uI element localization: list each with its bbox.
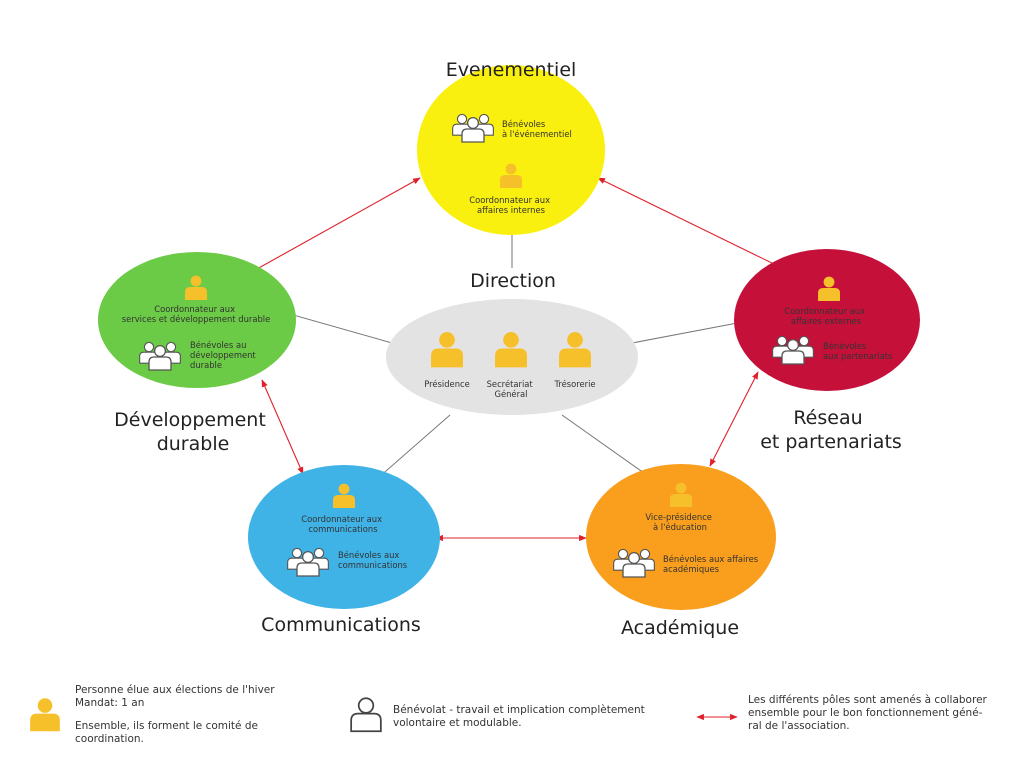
svg-text:Secrétariat Général: Secrétariat Général [487, 379, 536, 399]
direction: Direction Présidence Secrétariat Général… [386, 270, 638, 415]
pole-developpement-title: Développement durable [114, 409, 272, 455]
arrow-evenementiel-developpement [247, 177, 421, 275]
pole-communications-title: Communications [261, 614, 421, 636]
pole-communications: Coordonnateur aux communications Bénévol… [248, 465, 440, 636]
pole-developpement-volunteers: Bénévoles au développement durable [190, 340, 258, 370]
pole-reseau-title: Réseau et partenariats [760, 407, 902, 453]
legend-volunteer: Bénévolat - travail et implication compl… [393, 704, 648, 729]
pole-evenementiel-volunteers: Bénévoles à l'événementiel [502, 119, 572, 139]
arrow-reseau-academique [709, 371, 759, 467]
legend-elected: Personne élue aux élections de l'hiver M… [75, 684, 278, 709]
direction-member-tresorerie: Trésorerie [553, 332, 596, 389]
pole-communications-circle [248, 465, 440, 609]
pole-academique-title: Académique [621, 617, 739, 639]
direction-title: Direction [470, 270, 556, 292]
pole-developpement: Coordonnateur aux services et développem… [98, 252, 296, 455]
pole-communications-coordinator: Coordonnateur aux communications [301, 514, 385, 534]
svg-text:Trésorerie: Trésorerie [553, 379, 595, 389]
pole-academique-coordinator: Vice-présidence à l'éducation [645, 512, 714, 532]
pole-reseau-coordinator: Coordonnateur aux affaires externes [784, 306, 868, 326]
pole-academique-volunteers: Bénévoles aux affaires académiques [663, 554, 761, 574]
pole-academique: Vice-présidence à l'éducation Bénévoles … [586, 464, 776, 639]
pole-evenementiel-title: Evenementiel [446, 59, 577, 81]
pole-reseau-volunteers: Bénévoles aux partenariats [823, 341, 892, 361]
collaboration-arrows [247, 177, 781, 542]
person-icon [30, 698, 60, 732]
legend: Personne élue aux élections de l'hiver M… [30, 684, 990, 745]
legend-committee: Ensemble, ils forment le comité de coord… [75, 720, 261, 745]
direction-member-secretariat: Secrétariat Général [487, 332, 536, 399]
pole-evenementiel: Evenementiel Bénévoles à l'événementiel … [417, 59, 605, 235]
arrow-developpement-communications [261, 379, 304, 475]
pole-evenementiel-circle [417, 65, 605, 235]
pole-reseau: Coordonnateur aux affaires externes Béné… [734, 249, 920, 453]
arrow-evenementiel-reseau [597, 177, 781, 268]
direction-member-presidence: Présidence [424, 332, 470, 389]
pole-developpement-coordinator: Coordonnateur aux services et développem… [122, 304, 271, 324]
legend-collab: Les différents pôles sont amenés à colla… [748, 694, 990, 732]
svg-text:Présidence: Présidence [424, 379, 470, 389]
pole-evenementiel-coordinator: Coordonnateur aux affaires internes [469, 195, 553, 215]
person-outline-icon [350, 697, 382, 733]
pole-communications-volunteers: Bénévoles aux communications [338, 550, 407, 570]
